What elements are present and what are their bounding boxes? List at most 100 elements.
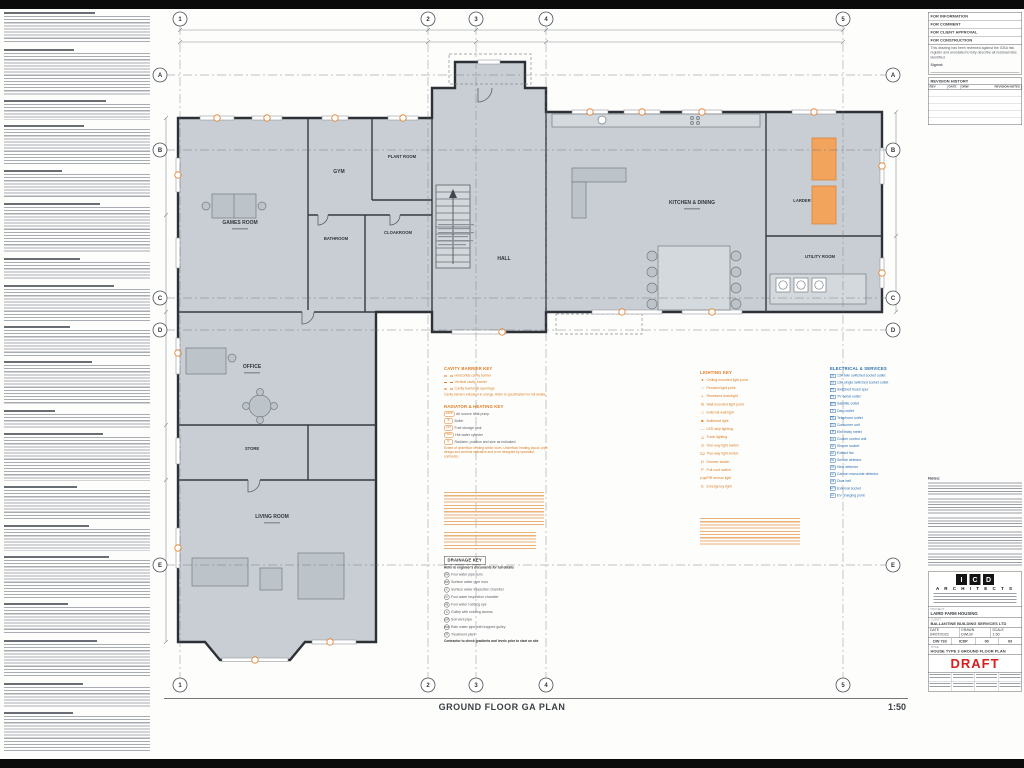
notes-paragraph bbox=[4, 410, 150, 428]
room-label-larder: LARDER bbox=[793, 198, 810, 203]
notes-paragraph bbox=[4, 100, 150, 120]
heating-symbol: B bbox=[444, 418, 453, 424]
drainage-symbol: G bbox=[444, 609, 450, 616]
notes-paragraph bbox=[4, 433, 150, 481]
room-label-games: GAMES ROOM bbox=[222, 220, 257, 226]
status-grid-cell bbox=[998, 673, 1022, 682]
svg-text:B: B bbox=[158, 148, 163, 154]
notes-paragraph bbox=[4, 683, 150, 707]
room-label-living: LIVING ROOM bbox=[255, 514, 289, 520]
lighting-symbol: △ bbox=[700, 434, 705, 440]
electrical-key-row: M Electricity meter bbox=[830, 430, 862, 435]
lighting-symbol: E bbox=[701, 484, 704, 489]
electrical-symbol: FS bbox=[830, 387, 836, 392]
electrical-key-row: HD Heat detector bbox=[830, 465, 859, 470]
plan-title-rule bbox=[164, 698, 908, 699]
electrical-symbol: CK bbox=[830, 437, 836, 442]
lighting-symbol: — bbox=[700, 426, 705, 432]
svg-text:D: D bbox=[891, 328, 896, 334]
svg-text:E: E bbox=[891, 563, 895, 569]
status-grid-cell bbox=[951, 672, 975, 682]
heating-key-row: ASHP Air source heat pump bbox=[444, 411, 490, 417]
lighting-symbol: PIR bbox=[700, 475, 707, 481]
notes-text bbox=[928, 482, 1022, 496]
electrical-key-row: DB Door bell bbox=[830, 479, 852, 484]
drainage-symbol: TP bbox=[444, 632, 450, 638]
floor-plan-svg: GAMES ROOM GYM PLANT ROOM BATHROOM CLOAK… bbox=[152, 11, 901, 693]
electrical-symbol: CO bbox=[830, 472, 836, 477]
architect-contact bbox=[933, 598, 1017, 604]
svg-text:1: 1 bbox=[178, 17, 182, 23]
cavity-barrier-swatch bbox=[444, 375, 453, 377]
lighting-key-row: — LED strip lighting bbox=[700, 426, 733, 432]
lighting-key-row: E Emergency light bbox=[701, 484, 732, 489]
staircase bbox=[435, 184, 471, 269]
drainage-key-row: G Gulley with rodding access bbox=[444, 609, 493, 616]
drainage-symbol: IC bbox=[444, 587, 450, 593]
date-value: 04/07/2022 bbox=[930, 631, 949, 637]
heating-symbol: FST bbox=[444, 425, 453, 431]
heating-units bbox=[811, 137, 837, 225]
electrical-symbol: HD bbox=[830, 465, 836, 470]
svg-text:1: 1 bbox=[178, 683, 182, 689]
drainage-key-title: DRAINAGE KEY bbox=[447, 557, 482, 563]
lighting-key-title: LIGHTING KEY bbox=[700, 370, 733, 375]
svg-text:A: A bbox=[158, 73, 163, 79]
notes-paragraph bbox=[4, 203, 150, 253]
lighting-symbol: S bbox=[701, 443, 704, 448]
heating-annotation-text bbox=[444, 532, 536, 550]
svg-text:2: 2 bbox=[426, 683, 430, 689]
electrical-key-title: ELECTRICAL & SERVICES bbox=[830, 366, 887, 371]
electrical-symbol: 1G bbox=[830, 380, 836, 385]
notes-paragraph bbox=[4, 486, 150, 520]
notes-text bbox=[928, 553, 1022, 568]
svg-text:A: A bbox=[891, 73, 896, 79]
svg-text:D: D bbox=[158, 328, 163, 334]
sheet-margin-top bbox=[0, 0, 1024, 9]
logo-letter-box: C bbox=[969, 573, 981, 585]
notes-paragraph bbox=[4, 285, 150, 321]
notes-text bbox=[928, 498, 1022, 515]
hall-annotation-text bbox=[438, 224, 474, 246]
lighting-symbol: ● bbox=[701, 377, 704, 383]
lighting-key: LIGHTING KEY ● Ceiling mounted light poi… bbox=[700, 370, 805, 492]
lighting-key-row: D Dimmer switch bbox=[701, 459, 730, 464]
drainage-symbol: RWP bbox=[444, 624, 450, 631]
room-label-cloakroom: CLOAKROOM bbox=[384, 230, 412, 235]
wall-tags bbox=[174, 108, 886, 664]
heating-key-title: RADIATOR & HEATING KEY bbox=[444, 404, 504, 409]
plan-scale: 1:50 bbox=[888, 702, 907, 712]
drainage-key-row: SW Surface water pipe runs bbox=[444, 579, 488, 586]
lighting-key-row: □ External wall light bbox=[701, 410, 734, 415]
lighting-symbol: ○ bbox=[701, 385, 704, 391]
electrical-key-row: EXT External socket bbox=[830, 486, 861, 491]
date-label: DATE bbox=[930, 628, 940, 632]
interior-walls bbox=[178, 112, 882, 481]
notes-paragraph bbox=[4, 170, 150, 198]
draft-stamp: DRAFT bbox=[950, 655, 1000, 671]
notes-paragraph bbox=[4, 12, 150, 44]
notes-paragraph bbox=[4, 326, 150, 356]
revision-row-empty bbox=[929, 117, 1022, 124]
svg-text:5: 5 bbox=[841, 17, 845, 23]
heating-key-row: R Radiator; position and size as indicat… bbox=[444, 439, 549, 445]
electrical-key-row: 1G 13A single switched socket outlet bbox=[830, 380, 889, 385]
status-grid-cell bbox=[928, 672, 952, 682]
grid-lines bbox=[166, 26, 886, 678]
electrical-symbol: EXT bbox=[830, 486, 836, 491]
notes-paragraph bbox=[4, 525, 150, 551]
heating-key-row: HWC Hot water cylinder bbox=[444, 432, 484, 438]
room-label-gym: GYM bbox=[333, 169, 344, 175]
electrical-key-row: TV TV aerial outlet bbox=[830, 394, 861, 399]
heating-symbol: HWC bbox=[444, 432, 454, 438]
drainage-key-row: RE Foul water rodding eye bbox=[444, 602, 487, 608]
furniture bbox=[185, 113, 867, 600]
drainage-symbol: RE bbox=[444, 602, 450, 608]
electrical-key-row: EV EV charging point bbox=[830, 493, 865, 498]
drainage-symbol: FW bbox=[444, 572, 450, 578]
drawing-title: HOUSE TYPE 3 GROUND FLOOR PLAN bbox=[930, 648, 1006, 654]
doors bbox=[247, 85, 494, 493]
